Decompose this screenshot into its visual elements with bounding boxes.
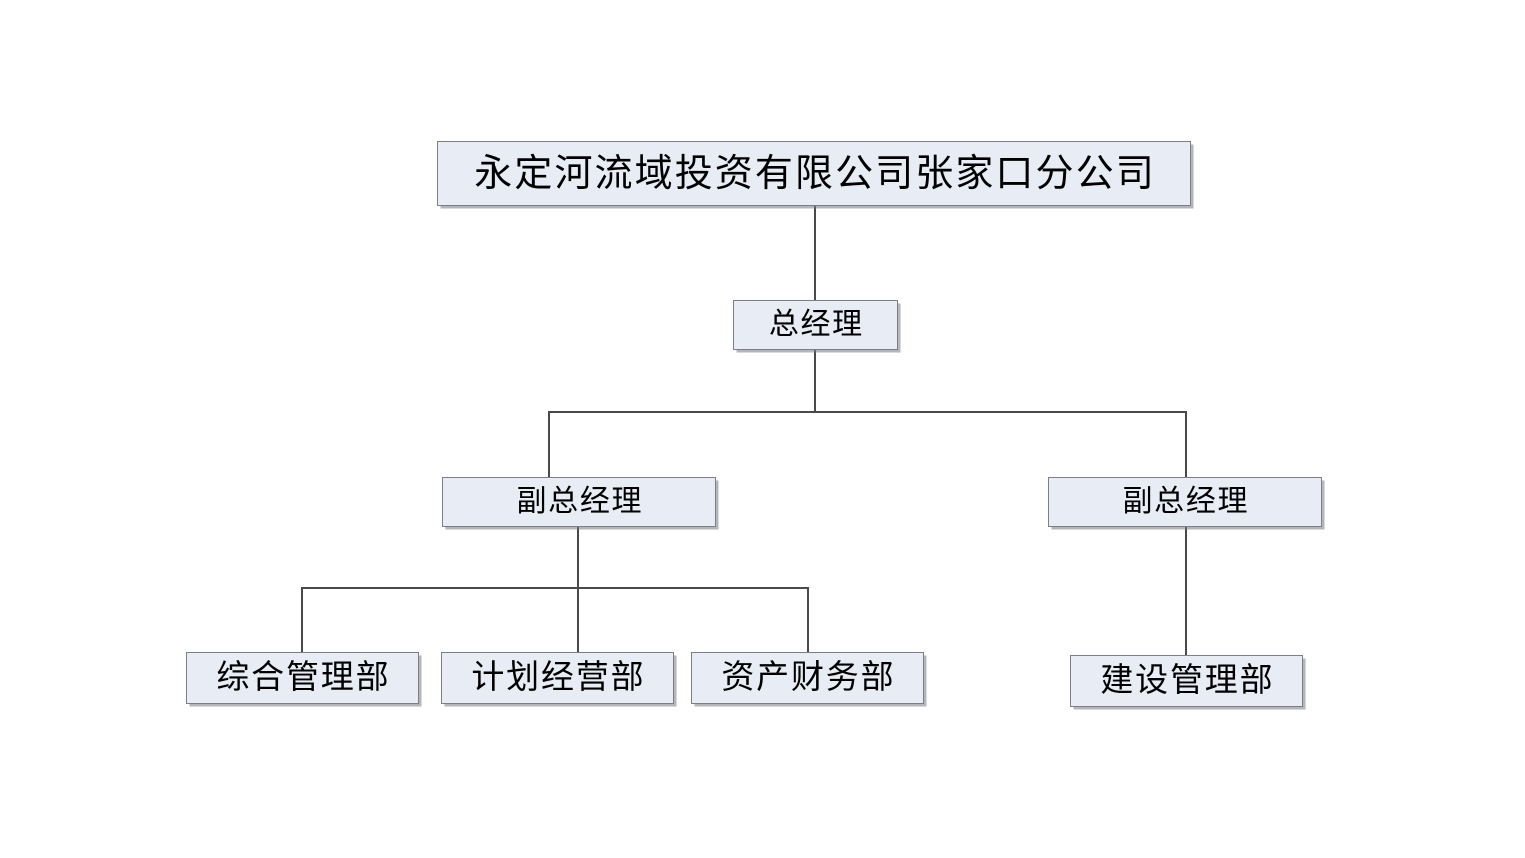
connector-deputy-right-to-dept-construction [1185, 527, 1187, 655]
connector-company-to-general-manager [814, 206, 816, 300]
node-company[interactable]: 永定河流域投资有限公司张家口分公司 [437, 141, 1191, 206]
connector-department-bus [301, 587, 809, 589]
node-dept-comprehensive[interactable]: 综合管理部 [186, 652, 419, 704]
connector-bus-to-dept-finance [807, 587, 809, 652]
node-dept-construction[interactable]: 建设管理部 [1070, 655, 1303, 707]
connector-bus-to-dept-comprehensive [301, 587, 303, 652]
connector-deputy-left-stem [577, 527, 579, 652]
connector-bus-to-deputy-left [548, 411, 550, 477]
connector-deputy-bus [548, 411, 1187, 413]
node-deputy-manager-right[interactable]: 副总经理 [1048, 477, 1322, 527]
node-general-manager[interactable]: 总经理 [733, 300, 898, 350]
connector-bus-to-deputy-right [1185, 411, 1187, 477]
connector-general-manager-stem [814, 350, 816, 413]
node-dept-planning[interactable]: 计划经营部 [441, 652, 674, 704]
node-deputy-manager-left[interactable]: 副总经理 [442, 477, 716, 527]
node-dept-finance[interactable]: 资产财务部 [691, 652, 924, 704]
